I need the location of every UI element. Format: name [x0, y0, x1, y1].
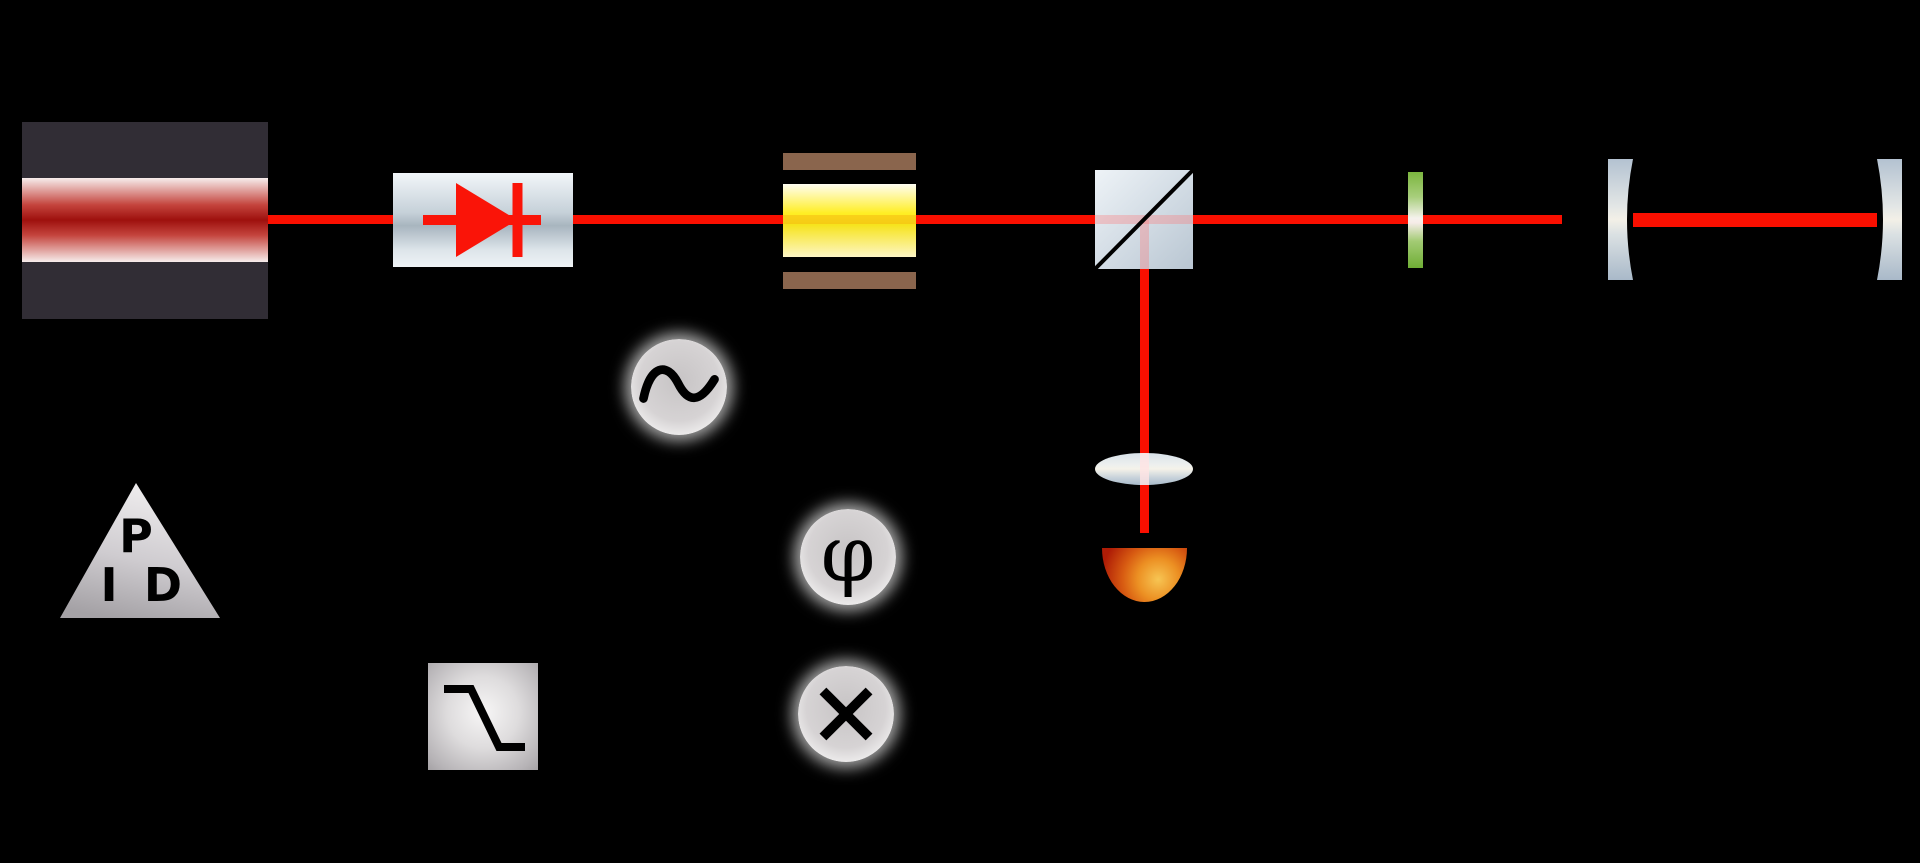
beam-waveplate-to-cavity — [1423, 215, 1562, 224]
multiply-icon — [819, 687, 873, 741]
photodetector — [1102, 548, 1187, 602]
eom-electrode-top — [783, 153, 916, 170]
beam-eom-to-beamsplitter — [916, 215, 1095, 224]
diode-icon — [423, 183, 541, 257]
local-oscillator — [631, 339, 727, 435]
optical-isolator — [393, 173, 573, 267]
sine-wave-icon — [639, 365, 719, 403]
phase-shifter: φ — [800, 509, 896, 605]
pid-label-p: P — [119, 509, 153, 563]
beam-inside-lens — [1140, 453, 1149, 485]
laser-gain-medium — [22, 178, 268, 262]
cavity-mirror-left — [1608, 159, 1633, 280]
cavity-mirror-right — [1877, 159, 1902, 280]
waveplate — [1408, 172, 1423, 268]
beam-reflected-to-detector — [1140, 269, 1149, 533]
eom-electrode-bottom — [783, 272, 916, 289]
lens — [1095, 453, 1193, 485]
pid-triangle — [60, 483, 220, 618]
pid-label-d: D — [143, 558, 183, 612]
beam-inside-cube-vertical — [1140, 220, 1149, 269]
low-pass-icon — [444, 685, 525, 751]
mixer — [798, 666, 894, 762]
pid-label-i: I — [100, 558, 118, 612]
beam-inside-eom — [783, 215, 916, 224]
beam-beamsplitter-to-waveplate — [1193, 215, 1408, 224]
phi-symbol: φ — [820, 510, 876, 600]
beam-laser-to-isolator — [268, 215, 393, 224]
beam-isolator-to-eom — [573, 215, 783, 224]
low-pass-filter — [428, 663, 538, 770]
eom-crystal — [783, 184, 916, 257]
intracavity-beam — [1633, 213, 1877, 227]
beamsplitter-diagonal — [1095, 170, 1193, 269]
pid-controller: P I D — [52, 478, 228, 624]
beamsplitter-cube — [1095, 170, 1193, 269]
